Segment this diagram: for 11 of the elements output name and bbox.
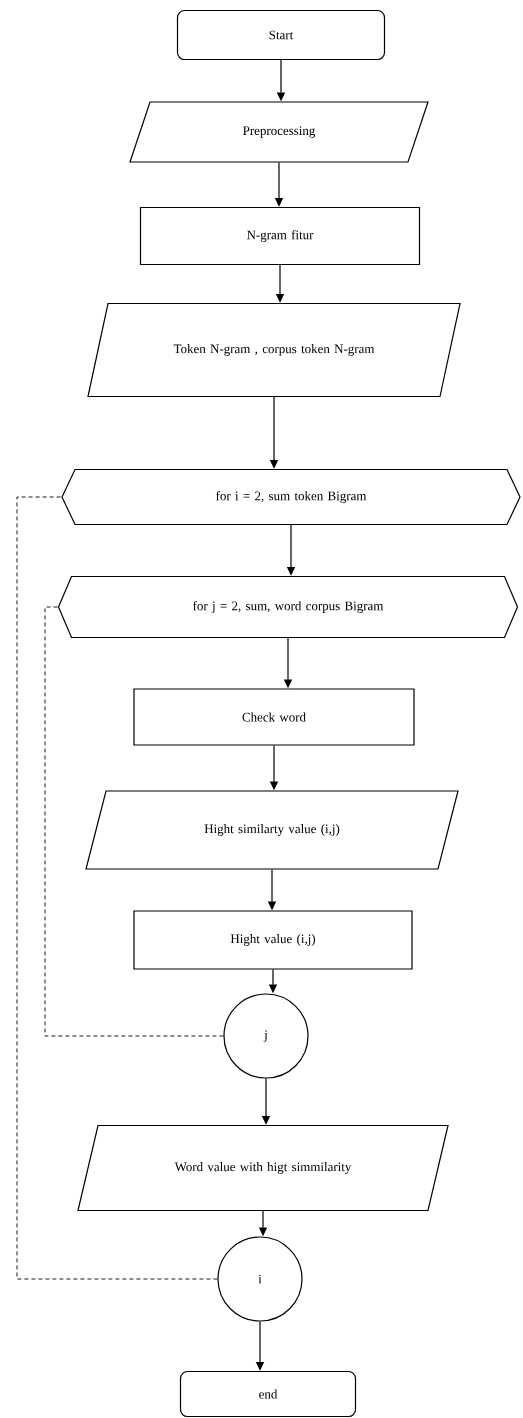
terminal-box: Start [176, 9, 386, 61]
terminal-box: end [179, 1370, 357, 1418]
input-output-box: Word value with higt simmilarity [77, 1124, 449, 1212]
input-output-box: Hight similarty value (i,j) [85, 790, 459, 870]
process-box: N-gram fitur [139, 206, 421, 266]
input-output-box: Preprocessing [129, 101, 429, 163]
loop-line [44, 606, 224, 1037]
input-output-box: Token N-gram , corpus token N-gram [87, 302, 461, 398]
loop-line [16, 496, 218, 1280]
process-box: Hight value (i,j) [133, 910, 413, 970]
process-box: Check word [133, 688, 415, 746]
